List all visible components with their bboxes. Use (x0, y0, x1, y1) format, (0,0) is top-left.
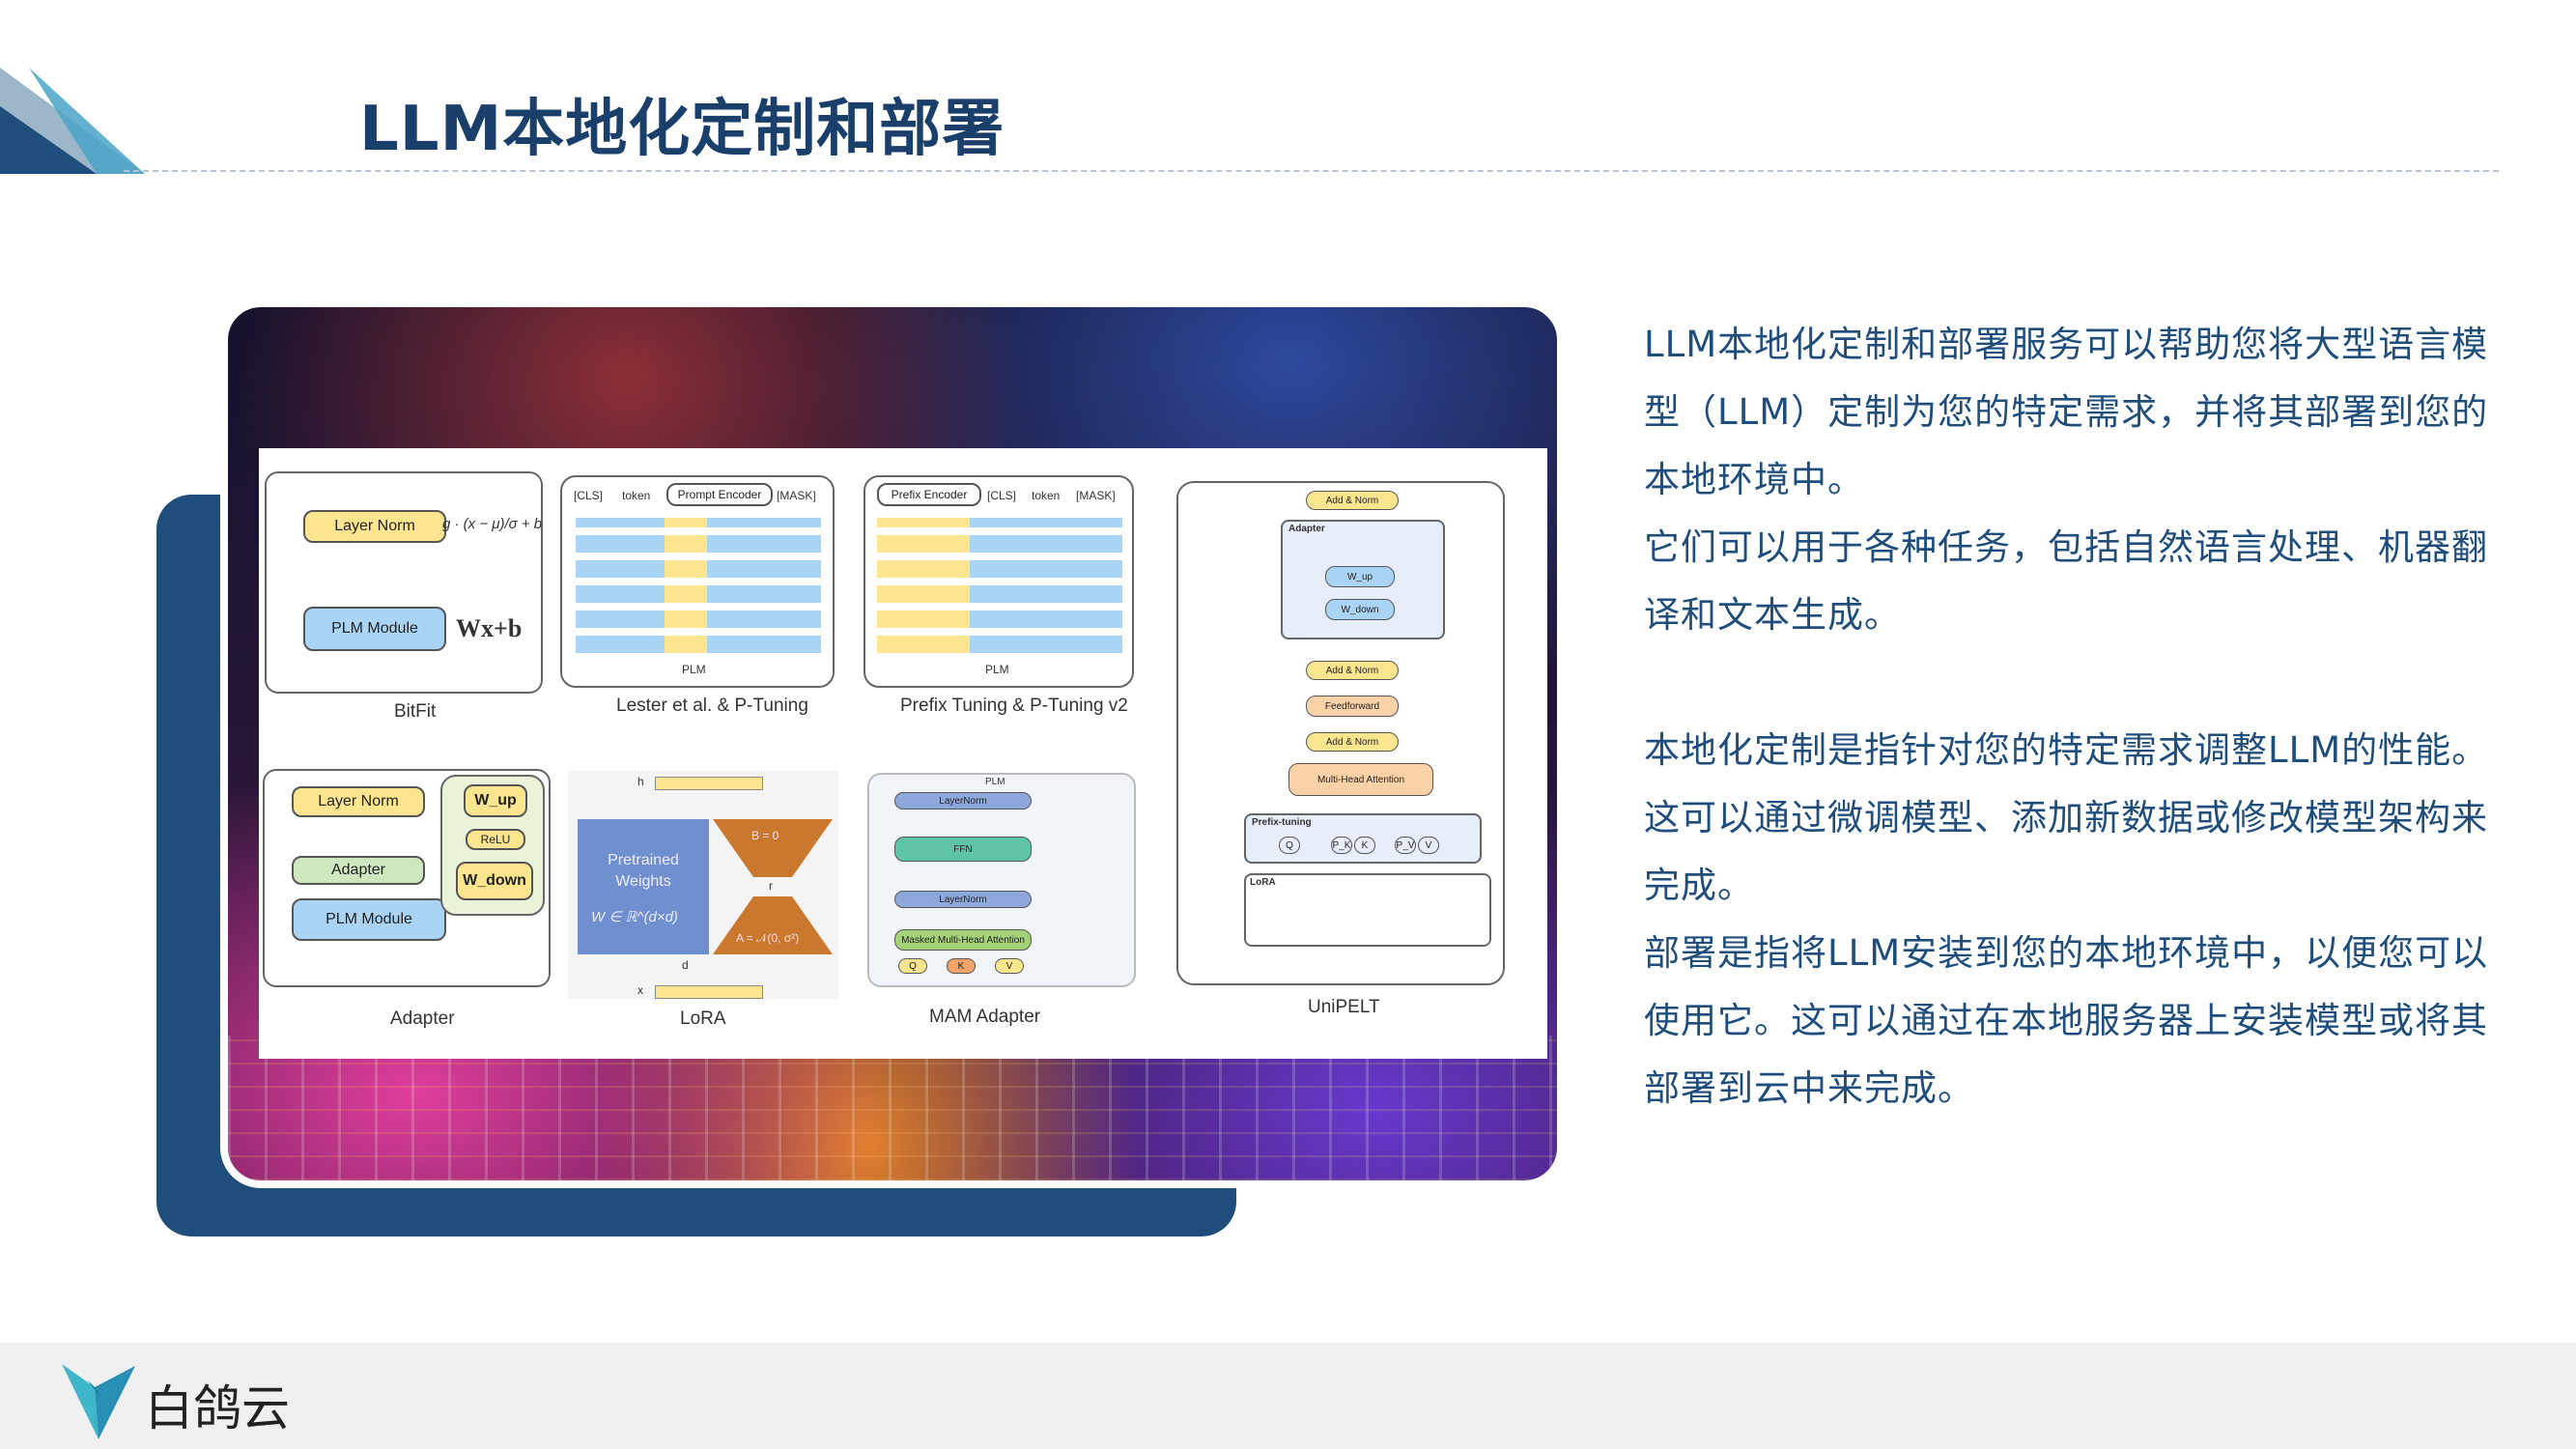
prefix-caption: Prefix Tuning & P-Tuning v2 (900, 696, 1128, 716)
lora-pretrained-label: Pretrained Weights (608, 852, 679, 890)
mam-q: Q (898, 958, 927, 974)
adapter-relu: ReLU (466, 829, 525, 850)
mam-ffn: FFN (894, 837, 1032, 862)
lester-prompt-column (665, 518, 707, 653)
lora-h-bar (655, 777, 763, 790)
bitfit-plm-module: PLM Module (303, 607, 446, 651)
lora-h: h (637, 775, 644, 788)
mam-masked-attention: Masked Multi-Head Attention (894, 929, 1032, 951)
lester-mask: [MASK] (777, 489, 816, 502)
adapter-w-down: W_down (456, 862, 533, 900)
lester-cls: [CLS] (574, 489, 604, 502)
paragraph-use-cases: 它们可以用于各种任务，包括自然语言处理、机器翻译和文本生成。 (1644, 526, 2488, 636)
lester-caption: Lester et al. & P-Tuning (616, 696, 808, 716)
lora-b-zero: B = 0 (751, 829, 779, 842)
unipelt-feedforward: Feedforward (1306, 696, 1399, 717)
lora-a-normal: A = 𝒩(0, σ²) (736, 931, 800, 945)
circuit-photo: Layer Norm PLM Module g · (x − μ)/σ + b … (220, 299, 1565, 1188)
unipelt-adapter-label: Adapter (1288, 524, 1325, 534)
corner-decoration (0, 68, 145, 174)
unipelt-lora-label: LoRA (1250, 877, 1276, 888)
mam-layer-norm-low: LayerNorm (894, 891, 1032, 908)
bitfit-layer-norm: Layer Norm (303, 510, 446, 543)
paragraph-deployment: 部署是指将LLM安装到您的本地环境中，以便您可以使用它。这可以通过在本地服务器上… (1644, 932, 2489, 1109)
lester-plm: PLM (682, 663, 706, 676)
bitfit-formula-linear: Wx+b (456, 614, 523, 642)
unipelt-k: K (1354, 837, 1375, 854)
prefix-encoder: Prefix Encoder (877, 483, 981, 506)
unipelt-w-up: W_up (1325, 566, 1395, 587)
lora-x-bar (655, 985, 763, 999)
paragraph-service-intro: LLM本地化定制和部署服务可以帮助您将大型语言模型（LLM）定制为您的特定需求，… (1644, 324, 2489, 500)
lester-prompt-encoder: Prompt Encoder (666, 483, 773, 506)
unipelt-multi-head: Multi-Head Attention (1288, 763, 1433, 796)
paragraph-customization: 本地化定制是指针对您的特定需求调整LLM的性能。这可以通过微调模型、添加新数据或… (1644, 729, 2489, 906)
lora-d: d (682, 958, 689, 972)
adapter-w-up: W_up (464, 784, 527, 817)
footer-brand-name: 白鸽云 (145, 1380, 290, 1436)
unipelt-pv: P_V (1395, 837, 1416, 854)
lora-w-space: W ∈ ℝ^(d×d) (591, 909, 678, 925)
mam-caption: MAM Adapter (929, 1007, 1041, 1027)
circuit-pattern (228, 1036, 1557, 1180)
unipelt-add-norm-top: Add & Norm (1306, 491, 1399, 510)
lora-caption: LoRA (680, 1009, 726, 1029)
unipelt-pk: P_K (1331, 837, 1352, 854)
prefix-mask: [MASK] (1076, 489, 1116, 502)
mam-v: V (995, 958, 1024, 974)
prefix-column (877, 518, 970, 653)
unipelt-prefix-label: Prefix-tuning (1252, 817, 1312, 828)
adapter-block: Adapter (292, 856, 425, 885)
mam-plm: PLM (985, 777, 1005, 787)
adapter-caption: Adapter (390, 1009, 455, 1029)
prefix-token: token (1032, 489, 1061, 502)
lora-x: x (637, 983, 643, 997)
dove-logo-icon (62, 1364, 135, 1439)
bitfit-panel (265, 471, 543, 694)
title-divider (124, 170, 2499, 172)
prefix-plm: PLM (985, 663, 1009, 676)
mam-k: K (947, 958, 976, 974)
unipelt-add-norm-low: Add & Norm (1306, 732, 1399, 752)
description-column: LLM本地化定制和部署服务可以帮助您将大型语言模型（LLM）定制为您的特定需求，… (1644, 311, 2504, 1122)
adapter-layer-norm: Layer Norm (292, 786, 425, 817)
unipelt-add-norm-mid: Add & Norm (1306, 661, 1399, 680)
unipelt-v: V (1418, 837, 1439, 854)
bitfit-caption: BitFit (394, 701, 437, 722)
lester-token: token (622, 489, 651, 502)
unipelt-w-down: W_down (1325, 599, 1395, 620)
footer-bar: 白鸽云 (0, 1343, 2576, 1449)
mam-layer-norm-top: LayerNorm (894, 792, 1032, 810)
lora-r: r (769, 879, 773, 893)
unipelt-caption: UniPELT (1308, 997, 1380, 1017)
lora-pretrained-box (578, 819, 709, 954)
unipelt-lora-box (1244, 873, 1491, 947)
unipelt-q: Q (1279, 837, 1300, 854)
lora-a-matrix (713, 896, 833, 954)
bitfit-formula-norm: g · (x − μ)/σ + b (442, 516, 543, 532)
prefix-cls: [CLS] (987, 489, 1017, 502)
page-title: LLM本地化定制和部署 (359, 94, 1005, 165)
paragraph-gap (1644, 649, 2504, 717)
adapter-plm-module: PLM Module (292, 898, 446, 941)
peft-methods-figure: Layer Norm PLM Module g · (x − μ)/σ + b … (259, 448, 1547, 1059)
lora-b-matrix (713, 819, 833, 877)
